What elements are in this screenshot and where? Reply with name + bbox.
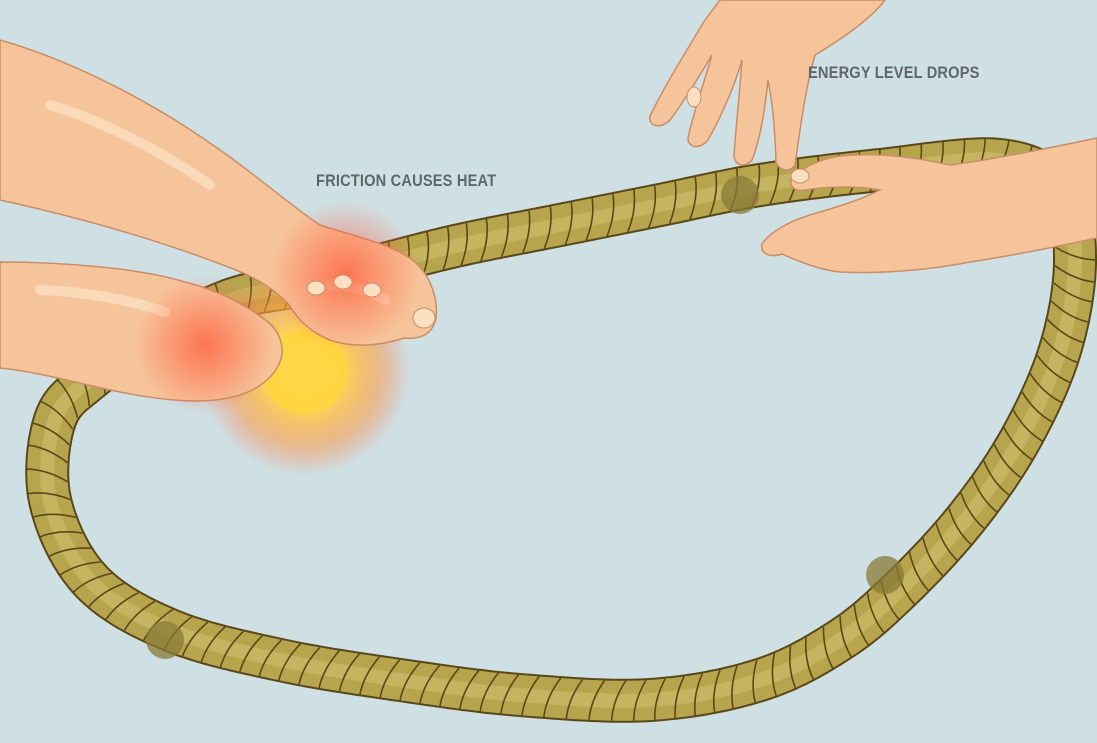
- rope-worn-band: [146, 621, 184, 659]
- rope-worn-band: [866, 556, 904, 594]
- energy-label: ENERGY LEVEL DROPS: [808, 63, 980, 83]
- rope-worn-band: [721, 176, 759, 214]
- friction-label: FRICTION CAUSES HEAT: [316, 171, 496, 191]
- heat-glow-lower-hand: [135, 275, 275, 415]
